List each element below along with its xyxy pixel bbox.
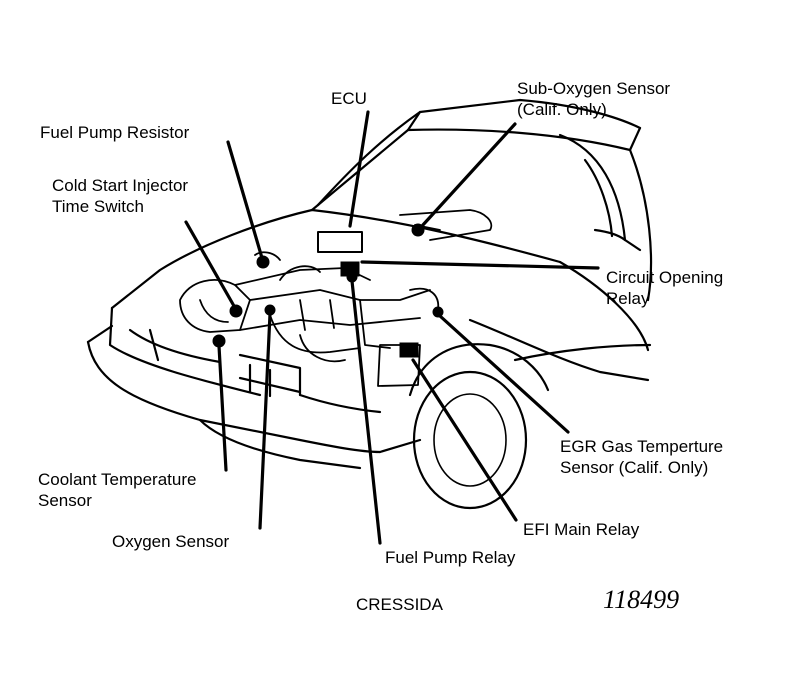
front-wheel xyxy=(408,343,550,510)
leader-lines xyxy=(184,110,600,545)
ecu-label: ECU xyxy=(331,89,367,108)
cold-start-switch-leader xyxy=(184,220,236,308)
oxygen-sensor-label: Oxygen Sensor xyxy=(112,532,230,551)
ecu-leader xyxy=(348,110,370,228)
circuit-opening-relay-label: Circuit Opening Relay xyxy=(606,268,724,308)
oxygen-sensor-leader xyxy=(258,312,272,530)
efi-main-relay-leader xyxy=(411,358,518,522)
cold-start-injector-label: Cold Start Injector Time Switch xyxy=(52,176,189,216)
fuel-pump-relay-leader xyxy=(350,279,382,545)
fuel-pump-resistor-leader xyxy=(226,140,264,260)
fuel-pump-relay-label: Fuel Pump Relay xyxy=(385,548,516,567)
egr-gas-sensor-label: EGR Gas Temperture Sensor (Calif. Only) xyxy=(560,437,724,477)
circuit-opening-relay-leader xyxy=(360,260,600,270)
component-markers xyxy=(212,223,444,358)
coolant-sensor-leader xyxy=(217,344,228,472)
efi-main-relay-label: EFI Main Relay xyxy=(523,520,640,539)
efi-main-relay-marker xyxy=(399,342,419,358)
sub-oxygen-sensor-leader xyxy=(420,122,517,228)
model-name: CRESSIDA xyxy=(356,595,443,614)
cold-start-switch-marker xyxy=(229,304,243,318)
car-body xyxy=(86,98,653,470)
fuel-pump-resistor-label: Fuel Pump Resistor xyxy=(40,123,190,142)
sub-oxygen-sensor-label: Sub-Oxygen Sensor (Calif. Only) xyxy=(517,79,671,119)
figure-number: 118499 xyxy=(603,585,680,614)
egr-sensor-leader xyxy=(438,314,570,434)
ecu-marker xyxy=(317,231,363,253)
coolant-temperature-sensor-label: Coolant Temperature Sensor xyxy=(38,470,197,510)
